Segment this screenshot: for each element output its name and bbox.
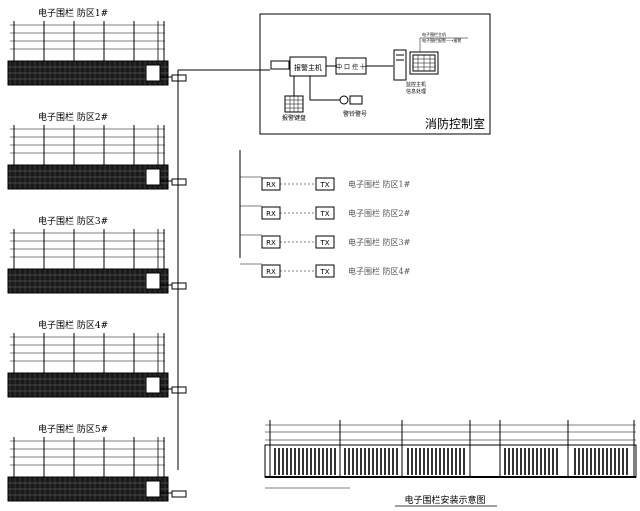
rx-label: RX: [266, 239, 276, 247]
zones-column: 电子围栏 防区1# 电子围栏 防区2# 电子围栏 防区3# 电子围栏 防区4# 电子围栏…: [7, 7, 187, 502]
tx-label: TX: [319, 210, 329, 218]
tx-label: TX: [319, 181, 329, 189]
receiver-zone-label: 电子围栏 防区3#: [348, 237, 411, 247]
zone-label: 电子围栏 防区3#: [38, 215, 108, 227]
install-diagram: 电子围栏安装示意图: [264, 420, 637, 507]
zone-label: 电子围栏 防区1#: [38, 7, 108, 19]
rx-label: RX: [266, 181, 276, 189]
receiver-zone-label: 电子围栏 防区4#: [348, 266, 411, 276]
install-title: 电子围栏安装示意图: [404, 494, 485, 506]
control-room: 报警主机 中 口 控 十 电子围栏主机 电子围栏报警—→报警 监控主机 信息处理: [259, 13, 491, 135]
rx-label: RX: [266, 268, 276, 276]
monitor-label-1: 监控主机: [406, 81, 426, 88]
receiver-zone-label: 电子围栏 防区2#: [348, 208, 411, 218]
zone-label: 电子围栏 防区4#: [38, 319, 108, 331]
monitor-label-2: 信息处理: [406, 88, 426, 95]
keyboard-label: 报警键盘: [282, 114, 306, 122]
top-note-1: 电子围栏主机: [422, 31, 446, 37]
tx-box: [315, 206, 335, 220]
tx-box: [315, 264, 335, 278]
tx-label: TX: [319, 239, 329, 247]
fence-zone-3: 电子围栏 防区3#: [7, 215, 187, 294]
signal-box-label: 中 口 控 十: [336, 63, 366, 71]
siren-label: 警铃警号: [343, 110, 367, 118]
alarm-host-label: 报警主机: [294, 63, 322, 72]
fence-zone-2: 电子围栏 防区2#: [7, 111, 187, 190]
fence-zone-1: 电子围栏 防区1#: [7, 7, 187, 86]
receiver-row-1: RX TX 电子围栏 防区1#: [240, 176, 411, 191]
zone-label: 电子围栏 防区2#: [38, 111, 108, 123]
zone-label: 电子围栏 防区5#: [38, 423, 108, 435]
tx-box: [315, 177, 335, 191]
receiver-row-4: RX TX 电子围栏 防区4#: [240, 263, 411, 278]
receiver-row-3: RX TX 电子围栏 防区3#: [240, 234, 411, 249]
computer-tower-icon: [393, 49, 407, 81]
tx-label: TX: [319, 268, 329, 276]
fence-zone-4: 电子围栏 防区4#: [7, 319, 187, 398]
receiver-zone-label: 电子围栏 防区1#: [348, 179, 411, 189]
receiver-row-2: RX TX 电子围栏 防区2#: [240, 205, 411, 220]
tx-box: [315, 235, 335, 249]
siren-icon: [339, 95, 349, 105]
control-room-title: 消防控制室: [425, 116, 485, 131]
top-note-2: 电子围栏报警—→报警: [422, 37, 461, 43]
rx-label: RX: [266, 210, 276, 218]
fence-zone-5: 电子围栏 防区5#: [7, 423, 187, 502]
